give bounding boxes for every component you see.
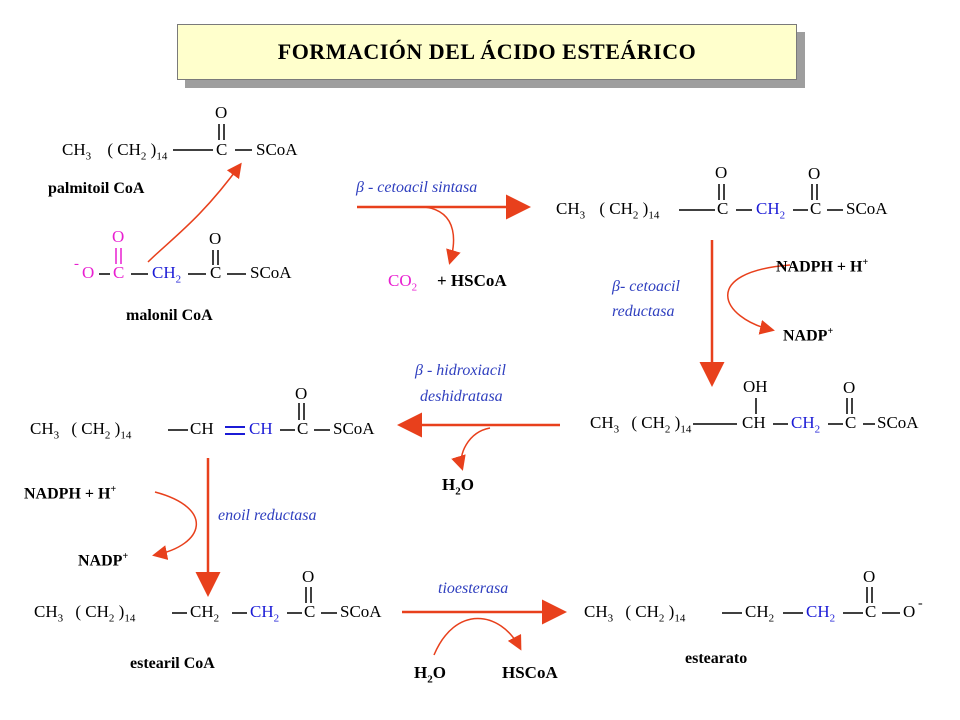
malonil-c1: C xyxy=(113,263,125,282)
ketoacyl-o2: O xyxy=(808,164,821,183)
enoyl-ch2: CH xyxy=(249,419,273,438)
nadp-label-2: NADP+ xyxy=(78,551,129,570)
estearato-formula: CH3 ( CH2 )14 xyxy=(584,602,686,625)
hscoa-label-2: HSCoA xyxy=(502,663,558,682)
enoyl-scoa: SCoA xyxy=(333,419,375,438)
enoyl-o: O xyxy=(295,384,308,403)
estearato-ch2a: CH2 xyxy=(745,602,775,625)
palmitoil-label: palmitoil CoA xyxy=(48,180,145,197)
enoyl-formula: CH3 ( CH2 )14 xyxy=(30,419,132,442)
malonil-scoa: SCoA xyxy=(250,263,292,282)
page-title: FORMACIÓN DEL ÁCIDO ESTEÁRICO xyxy=(277,39,697,64)
estearato-minus: - xyxy=(918,596,923,611)
ketoacyl-c2: C xyxy=(810,199,822,218)
nadph-label-1: NADPH + H+ xyxy=(776,257,869,276)
estearil-scoa: SCoA xyxy=(340,602,382,621)
tioesterasa-curve xyxy=(433,617,522,656)
estearil-ch2a: CH2 xyxy=(190,602,220,625)
condensation-arrow xyxy=(147,162,242,263)
malonil-o-left: O xyxy=(82,263,95,282)
enzyme-hidroxiacil: β - hidroxiacil xyxy=(415,362,506,379)
palmitoil-carbonyl-c: C xyxy=(216,140,228,159)
hydroxyacyl-c: C xyxy=(845,413,857,432)
malonil-o-top1: O xyxy=(112,227,125,246)
ketoacyl-o1: O xyxy=(715,163,728,182)
estearil-c: C xyxy=(304,602,316,621)
malonil-label: malonil CoA xyxy=(126,307,213,324)
malonil-o-top2: O xyxy=(209,229,222,248)
hydroxyacyl-formula: CH3 ( CH2 )14 xyxy=(590,413,692,436)
enzyme-cetoacil-reductasa-line2: reductasa xyxy=(612,303,675,320)
ketoacyl-scoa: SCoA xyxy=(846,199,888,218)
malonil-c2: C xyxy=(210,263,222,282)
hydroxyacyl-ch2: CH2 xyxy=(791,413,821,436)
hydroxyacyl-ch: CH xyxy=(742,413,766,432)
enzyme-cetoacil-reductasa: β- cetoacil xyxy=(612,278,680,295)
palmitoil-carbonyl-o: O xyxy=(215,103,228,122)
hydroxyacyl-scoa: SCoA xyxy=(877,413,919,432)
enzyme-deshidratasa: deshidratasa xyxy=(420,388,503,405)
h2o-label-2: H2O xyxy=(414,663,446,686)
co2-product: CO2 xyxy=(388,271,418,294)
ketoacyl-c1: C xyxy=(717,199,729,218)
title-box: FORMACIÓN DEL ÁCIDO ESTEÁRICO xyxy=(177,24,797,80)
estearil-formula: CH3 ( CH2 )14 xyxy=(34,602,136,625)
palmitoil-formula: CH3 ( CH2 )14 xyxy=(62,140,168,163)
enzyme-tioesterasa: tioesterasa xyxy=(438,580,509,597)
nadph-label-2: NADPH + H+ xyxy=(24,484,117,503)
h2o-label-1: H2O xyxy=(442,475,474,498)
enzyme-enoil-reductasa: enoil reductasa xyxy=(218,507,317,524)
ketoacyl-formula: CH3 ( CH2 )14 xyxy=(556,199,660,222)
enoyl-ch1: CH xyxy=(190,419,214,438)
hydroxyacyl-oh: OH xyxy=(743,377,768,396)
estearato-o-right: O xyxy=(903,602,916,621)
estearato-o-top: O xyxy=(863,567,876,586)
estearato-ch2b: CH2 xyxy=(806,602,836,625)
nadph-curve-1 xyxy=(727,264,791,335)
h2o-release-arrow xyxy=(451,427,491,471)
estearil-ch2b: CH2 xyxy=(250,602,280,625)
enoyl-c: C xyxy=(297,419,309,438)
estearato-c: C xyxy=(865,602,877,621)
estearato-label: estearato xyxy=(685,650,748,667)
estearil-o: O xyxy=(302,567,315,586)
enzyme-cetoacil-sintasa: β - cetoacil sintasa xyxy=(356,179,478,196)
nadph-curve-2 xyxy=(152,491,198,560)
estearil-label: estearil CoA xyxy=(130,655,215,672)
ketoacyl-ch2: CH2 xyxy=(756,199,786,222)
malonil-o-minus: - xyxy=(74,256,79,272)
hydroxyacyl-o: O xyxy=(843,378,856,397)
palmitoil-scoa: SCoA xyxy=(256,140,298,159)
nadp-label-1: NADP+ xyxy=(783,326,834,345)
malonil-ch2: CH2 xyxy=(152,263,182,286)
co2-release-arrow xyxy=(424,206,461,265)
hscoa-product: + HSCoA xyxy=(437,271,507,290)
